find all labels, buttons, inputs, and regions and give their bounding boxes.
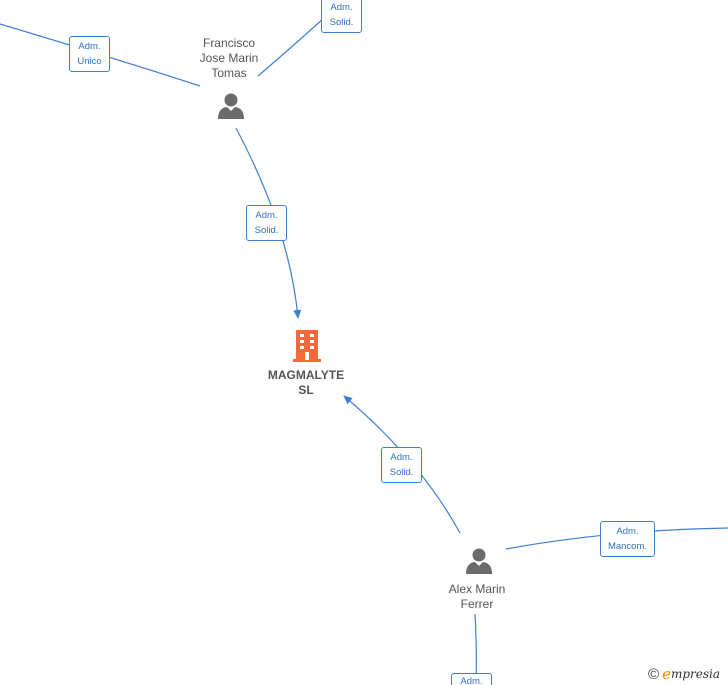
edge-label-line: Solid. (329, 17, 354, 28)
brand-initial: e (662, 665, 671, 683)
edge-label-adm-solid-top[interactable]: Adm. Solid. (321, 0, 362, 33)
edge-label-line: Solid. (254, 225, 279, 236)
edge-label-adm-mancom[interactable]: Adm. Mancom. (600, 521, 655, 557)
name-line: Jose Marin (199, 51, 259, 65)
edge-label-adm-unico[interactable]: Adm. Unico (69, 36, 110, 72)
name-line: Alex Marin (448, 582, 506, 596)
name-line: Tomas (211, 66, 247, 80)
edge-label-line: Solid. (389, 467, 414, 478)
name-line: Francisco (202, 36, 255, 50)
person-icon[interactable] (217, 92, 245, 120)
edge-label-line: Adm. (78, 41, 101, 52)
edge-label-line: Adm. (390, 452, 413, 463)
building-icon[interactable] (292, 328, 322, 363)
edge-label-line: Unico (77, 56, 102, 67)
copyright-icon: © (648, 665, 660, 683)
edge-label-adm-partial[interactable]: Adm. (451, 673, 492, 685)
brand-name: mpresia (670, 667, 721, 681)
edge-label-adm-solid-bottom[interactable]: Adm. Solid. (381, 447, 422, 483)
name-line: SL (298, 383, 314, 397)
person-name-francisco[interactable]: Francisco Jose Marin Tomas (188, 36, 270, 81)
person-name-alex[interactable]: Alex Marin Ferrer (437, 582, 517, 612)
edge-label-adm-solid-mid[interactable]: Adm. Solid. (246, 205, 287, 241)
edge-label-line: Adm. (255, 210, 278, 221)
name-line: MAGMALYTE (267, 368, 345, 382)
edge-label-line: Adm. (460, 676, 483, 685)
edge-label-line: Mancom. (607, 541, 648, 552)
company-name-magmalyte[interactable]: MAGMALYTE SL (256, 368, 356, 398)
edge-label-line: Adm. (330, 2, 353, 13)
person-icon[interactable] (465, 547, 493, 575)
name-line: Ferrer (460, 597, 494, 611)
edge-label-line: Adm. (616, 526, 639, 537)
